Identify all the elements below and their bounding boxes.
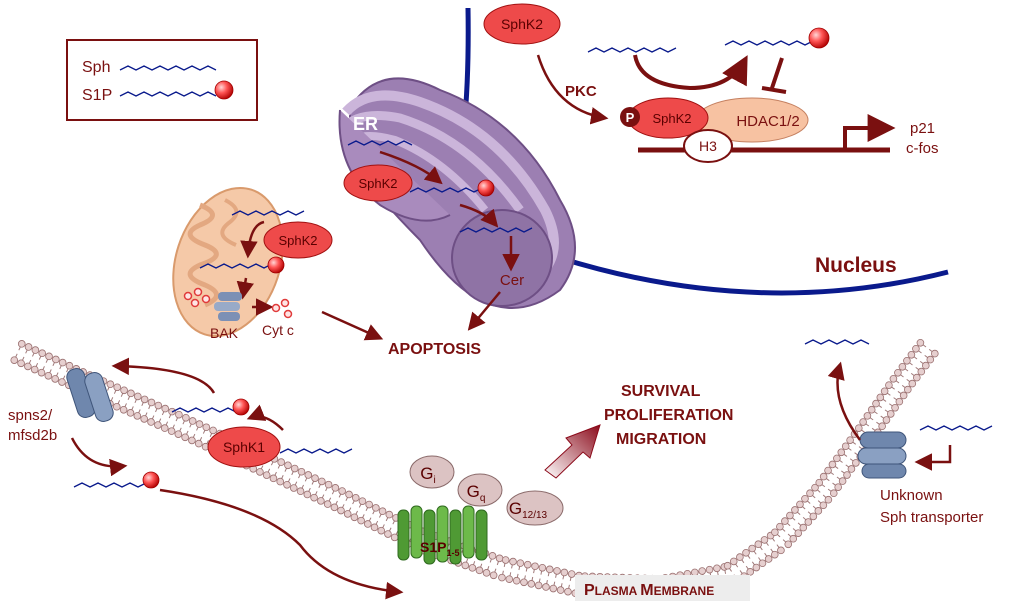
- g12-main: G: [509, 499, 522, 518]
- h3-label: H3: [699, 138, 717, 154]
- p21-label: p21: [910, 120, 935, 137]
- cytochrome-c: [183, 287, 293, 319]
- svg-text:G12/13: G12/13: [509, 499, 548, 521]
- legend-s1p-ball: [214, 80, 234, 100]
- sphk2-phospho-label: SphK2: [652, 111, 691, 126]
- legend-s1p-chain: [119, 91, 217, 97]
- nucleus-label: Nucleus: [815, 254, 897, 277]
- bak-label: BAK: [210, 325, 239, 341]
- legend-s1p-label: S1P: [82, 87, 112, 104]
- s1p-cytoplasm-ball: [232, 398, 250, 416]
- nucleus-envelope-bottom: [559, 255, 949, 296]
- sphk2-nuclear-label: SphK2: [501, 16, 543, 32]
- nuclear-sph: [587, 47, 677, 53]
- survival-arrow: [544, 424, 601, 479]
- s1p-er-ball: [477, 179, 495, 197]
- phospho-badge: [620, 107, 640, 127]
- g-protein-12-13: [506, 490, 564, 526]
- extracellular-s1p-chain: [73, 482, 147, 488]
- gq-main: G: [467, 482, 480, 501]
- proliferation-label: PROLIFERATION: [604, 407, 733, 424]
- plasma-membrane: [10, 338, 939, 601]
- s1p-molecules: [142, 27, 830, 489]
- membrane-bilayer: [10, 338, 939, 601]
- g12-sub: 12/13: [522, 510, 547, 521]
- transcription-arrow: [843, 114, 896, 150]
- sphk2-er: [343, 164, 413, 202]
- nuclear-s1p-chain: [724, 40, 814, 46]
- svg-text:Gi: Gi: [420, 464, 435, 486]
- er-sph: [347, 140, 413, 146]
- sph-transporter-label: Sph transporter: [880, 509, 983, 526]
- s1p-extracellular-ball: [142, 471, 160, 489]
- cer-label: Cer: [500, 272, 524, 289]
- unknown-sph-transporter: [857, 431, 907, 479]
- sphk2-mito: [263, 221, 333, 259]
- sphk1-sph: [279, 448, 353, 454]
- incoming-sph: [919, 425, 993, 431]
- g-protein-i: [409, 455, 455, 489]
- pkc-label: PKC: [565, 83, 597, 100]
- mfsd2b-label: mfsd2b: [8, 427, 57, 444]
- svg-text:Gq: Gq: [467, 482, 486, 504]
- pm-embrane: EMBRANE: [654, 584, 715, 598]
- er-organelle: [338, 77, 576, 309]
- gq-sub: q: [480, 493, 486, 504]
- er-label: ER: [353, 114, 378, 134]
- legend-sph-chain: [119, 65, 217, 71]
- pathway-arrows: [70, 54, 952, 600]
- sphk2-mito-label: SphK2: [278, 233, 317, 248]
- sphk1-label: SphK1: [223, 439, 265, 455]
- g-protein-q: [457, 473, 503, 507]
- spns2-label: spns2/: [8, 407, 53, 424]
- extracellular-sph: [804, 339, 870, 345]
- er-sph-2: [459, 227, 533, 233]
- s1pr-main: S1P: [420, 539, 446, 555]
- sphk1: [207, 426, 281, 468]
- mitochondrion: [172, 186, 284, 338]
- s1pr-sub: 1-5: [446, 548, 459, 558]
- gi-main: G: [420, 464, 433, 483]
- cytc-label: Cyt c: [262, 322, 294, 338]
- spns2-transporter: [66, 368, 114, 422]
- unknown-label: Unknown: [880, 487, 943, 504]
- sphk2-nuclear: [483, 3, 561, 45]
- survival-label: SURVIVAL: [621, 383, 701, 400]
- s1p-mito-ball: [267, 256, 285, 274]
- plasma-membrane-tag: [575, 575, 750, 601]
- phospho-label: P: [626, 110, 635, 125]
- s1p-nuclear-ball: [808, 27, 830, 49]
- pm-lasma: LASMA: [595, 584, 641, 598]
- mito-s1p-chain: [199, 263, 273, 269]
- svg-text:PLASMA MEMBRANE: PLASMA MEMBRANE: [584, 582, 714, 599]
- bak-protein: [214, 292, 242, 321]
- sph-molecules: [73, 40, 993, 488]
- svg-text:S1P1-5: S1P1-5: [420, 539, 459, 558]
- apoptosis-label: APOPTOSIS: [388, 341, 481, 358]
- pm-p: P: [584, 582, 595, 599]
- cfos-label: c-fos: [906, 140, 939, 157]
- gi-sub: i: [434, 475, 436, 486]
- hdac-label: HDAC1/2: [736, 113, 799, 130]
- er-s1p-chain: [409, 187, 483, 193]
- h3-histone: [683, 129, 733, 163]
- legend-box: [66, 39, 258, 121]
- s1p-receptor: [397, 505, 488, 565]
- migration-label: MIGRATION: [616, 431, 706, 448]
- mito-sph: [231, 210, 305, 216]
- pm-m: M: [640, 582, 653, 599]
- legend-sph-label: Sph: [82, 59, 110, 76]
- sphk2-er-label: SphK2: [358, 176, 397, 191]
- cytoplasm-s1p-chain: [171, 407, 237, 413]
